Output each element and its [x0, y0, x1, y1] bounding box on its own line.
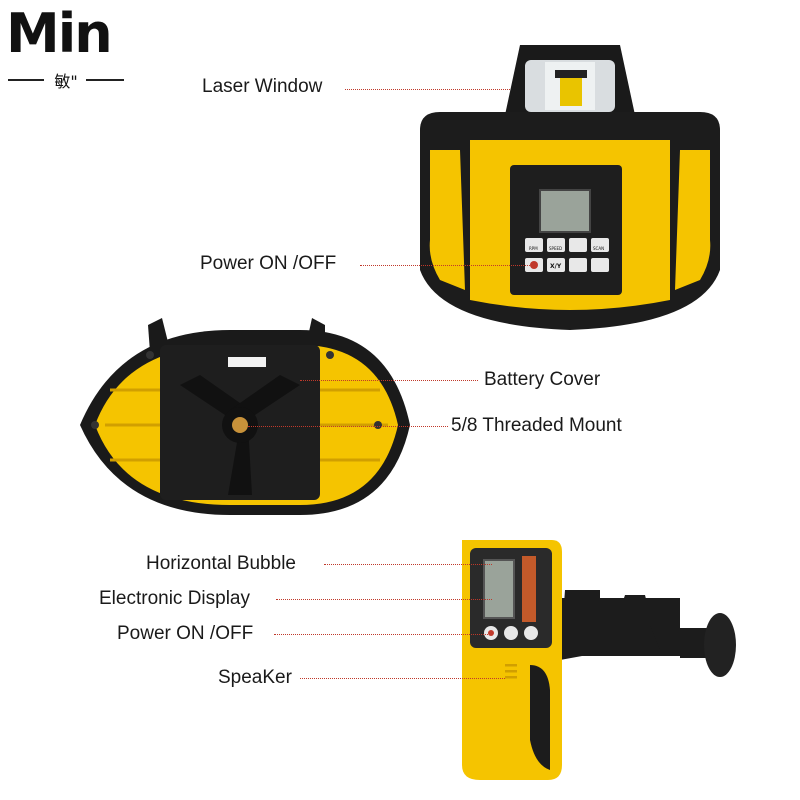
callout-receiver-power: Power ON /OFF: [117, 623, 254, 644]
receiver-volume-button: [504, 626, 518, 640]
laser-emitter: [560, 76, 582, 106]
screw-hole: [91, 421, 99, 429]
key-label-rpm: RPM: [529, 246, 538, 251]
base-right-ear: [305, 318, 325, 352]
logo-rule-left: [8, 79, 44, 81]
base-left-ear: [148, 318, 170, 352]
leader-speaker: [300, 678, 505, 679]
receiver-lcd-display: [483, 559, 515, 619]
base-rib-lines: [105, 388, 388, 462]
threaded-mount-insert: [232, 417, 248, 433]
keypad: RPM SPEED SCAN X/Y: [525, 238, 609, 272]
callout-horizontal-bubble: Horizontal Bubble: [146, 553, 296, 574]
key-label-scan: SCAN: [593, 246, 604, 251]
callout-battery-cover: Battery Cover: [484, 369, 601, 390]
clamp-jaw: [560, 590, 690, 660]
leader-horizontal-bubble: [324, 564, 492, 565]
receiver-mode-button: [524, 626, 538, 640]
receiver-power-icon: [488, 630, 494, 636]
speaker-grille: [505, 664, 517, 679]
callout-electronic-display: Electronic Display: [99, 588, 250, 609]
base-image: [80, 318, 410, 515]
screw-hole: [326, 351, 334, 359]
callout-laser-power: Power ON /OFF: [200, 253, 337, 274]
screw-hole: [146, 351, 154, 359]
logo-rule-right: [86, 79, 124, 81]
key-label-xy: X/Y: [550, 263, 562, 270]
logo-subtext: 敏": [54, 72, 78, 91]
receiver-sensor-window: [522, 556, 536, 622]
key-label-speed: SPEED: [549, 246, 562, 251]
leader-battery-cover: [300, 380, 478, 381]
laser-lcd-display: [539, 189, 591, 233]
leader-threaded-mount: [248, 426, 448, 427]
leader-laser-power: [360, 265, 530, 266]
leader-receiver-power: [274, 634, 488, 635]
receiver-image: [462, 540, 736, 780]
leader-electronic-display: [276, 599, 492, 600]
callout-laser-window: Laser Window: [202, 76, 323, 97]
mount-arm-bottom: [228, 425, 252, 495]
left-guard: [429, 150, 465, 290]
logo-text: Min: [6, 2, 113, 65]
laser-head-cap: [555, 70, 587, 78]
leader-laser-window: [345, 89, 510, 90]
laser-unit-image: RPM SPEED SCAN X/Y: [420, 45, 720, 330]
right-guard: [675, 150, 711, 290]
laser-power-icon: [530, 261, 538, 269]
clamp-knob: [704, 613, 736, 677]
brand-logo: Min 敏": [6, 4, 126, 94]
receiver-grip: [530, 665, 550, 770]
screw-hole: [374, 421, 382, 429]
callout-threaded-mount: 5/8 Threaded Mount: [451, 415, 622, 436]
callout-speaker: SpeaKer: [218, 667, 292, 688]
serial-label-sticker: [228, 357, 266, 367]
